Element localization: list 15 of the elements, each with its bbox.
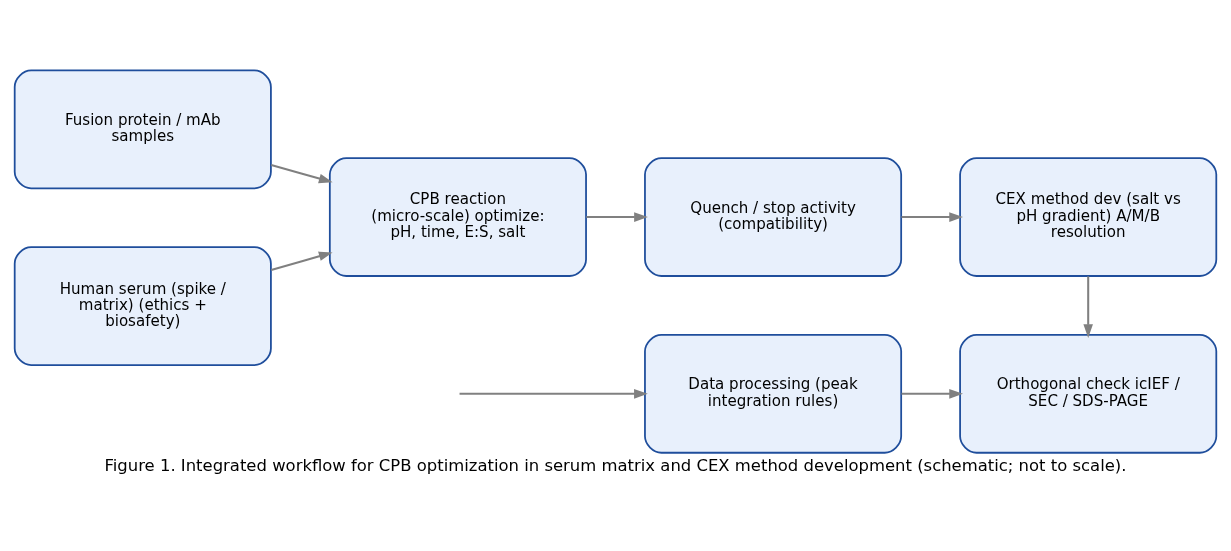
node-box: Quench / stop activity (compatibility) (644, 156, 903, 277)
arrow (586, 211, 648, 222)
arrow (901, 211, 963, 222)
arrow (270, 251, 333, 271)
arrow (901, 388, 963, 399)
node-box: Human serum (spike / matrix) (ethics + biosafety) (13, 245, 272, 366)
node-box: CEX method dev (salt vs pH gradient) A/M/B resolution (959, 156, 1218, 277)
arrow (1083, 275, 1093, 338)
node-box: CPB reaction (micro-scale) optimize: pH, time, E:S, salt (328, 156, 587, 277)
caption: Figure 1. Integrated workflow for CPB optimization in serum matrix and CEX method development (schematic; not to scale). (104, 455, 1127, 475)
arrow (270, 163, 333, 183)
arrow (459, 388, 648, 399)
node-box: Fusion protein / mAb samples (13, 69, 272, 189)
node-box: Data processing (peak integration rules) (644, 333, 903, 454)
node-box: Orthogonal check icIEF / SEC / SDS-PAGE (959, 333, 1218, 454)
